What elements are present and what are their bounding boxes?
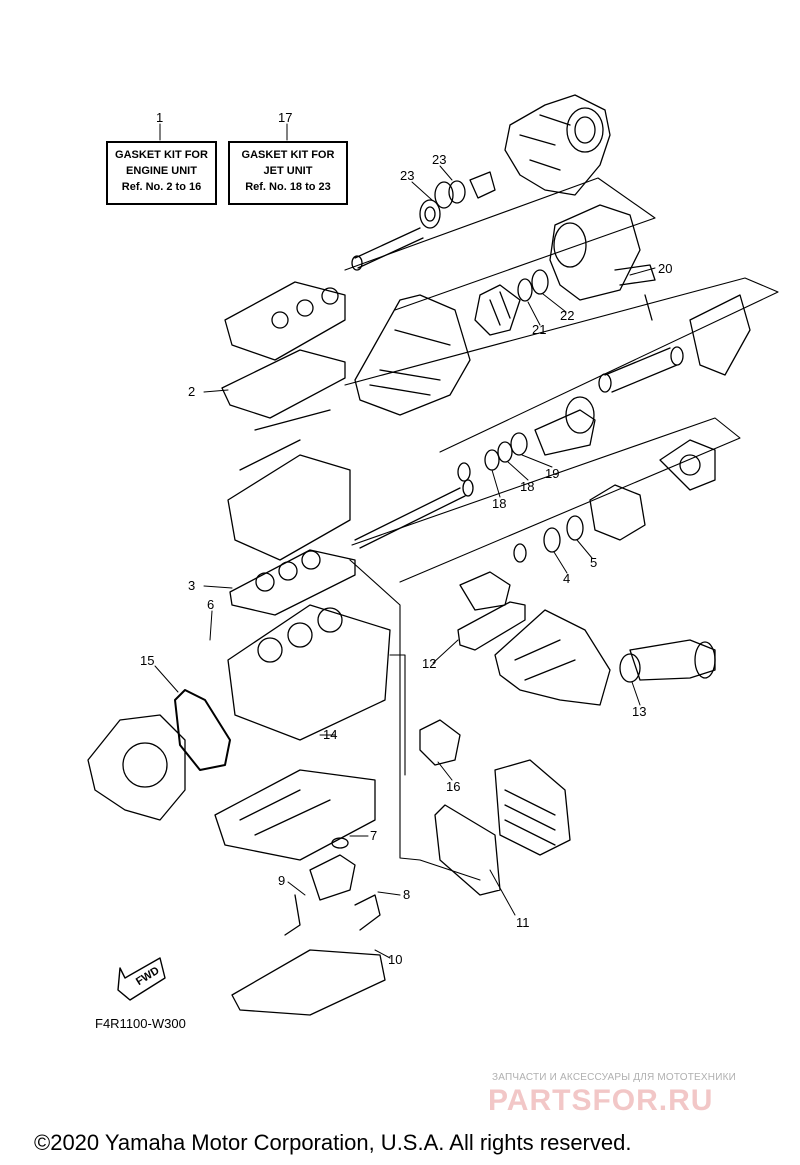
impeller-shaft bbox=[351, 199, 441, 271]
watermark-logo: PARTSFOR.RU bbox=[488, 1084, 714, 1117]
callout-5: 5 bbox=[590, 555, 597, 570]
engine-frame-line2 bbox=[389, 654, 406, 776]
pipe-9 bbox=[284, 894, 301, 936]
callout-2: 2 bbox=[188, 384, 195, 399]
callout-18b: 18 bbox=[520, 479, 534, 494]
head-gasket-3 bbox=[229, 549, 356, 616]
callout-23a: 23 bbox=[432, 152, 446, 167]
cover-gasket-11 bbox=[434, 804, 501, 896]
seal-21 bbox=[517, 278, 533, 302]
callout-6: 6 bbox=[207, 597, 214, 612]
seal-18b bbox=[497, 441, 513, 463]
kit-engine-line1: GASKET KIT FOR bbox=[115, 149, 208, 161]
valve-cover bbox=[224, 281, 346, 361]
ring-small-1 bbox=[513, 543, 527, 563]
ring-7 bbox=[331, 837, 349, 849]
callout-13: 13 bbox=[632, 704, 646, 719]
seal-22 bbox=[531, 269, 549, 295]
exhaust-outlet bbox=[629, 639, 716, 681]
callout-4: 4 bbox=[563, 571, 570, 586]
kit-engine-line3: Ref. No. 2 to 16 bbox=[121, 181, 202, 193]
exhaust-manifold bbox=[494, 609, 611, 706]
drive-tube bbox=[534, 294, 751, 456]
jet-group-frame-middle bbox=[344, 277, 779, 453]
callout-16: 16 bbox=[446, 779, 460, 794]
callout-10: 10 bbox=[388, 952, 402, 967]
cylinder-head bbox=[227, 409, 351, 561]
callout-23b: 23 bbox=[400, 168, 414, 183]
intake-duct-plate bbox=[354, 294, 471, 416]
jet-pump-housing bbox=[504, 94, 611, 196]
callout-21: 21 bbox=[532, 322, 546, 337]
gasket-13 bbox=[619, 653, 641, 683]
jet-group-frame-upper bbox=[344, 177, 656, 311]
callout-12: 12 bbox=[422, 656, 436, 671]
kit-jet-line3: Ref. No. 18 to 23 bbox=[245, 181, 331, 193]
head-cover-gasket-2 bbox=[221, 349, 346, 419]
ring-left bbox=[457, 462, 471, 482]
fwd-arrow-icon bbox=[117, 957, 166, 1001]
cover-11 bbox=[494, 759, 571, 856]
oil-pump bbox=[309, 854, 356, 901]
callout-18a: 18 bbox=[492, 496, 506, 511]
gasket-16 bbox=[419, 719, 461, 766]
generator-cover bbox=[87, 714, 186, 821]
callout-8: 8 bbox=[403, 887, 410, 902]
kit-jet-line1: GASKET KIT FOR bbox=[241, 149, 335, 161]
seal-5 bbox=[566, 515, 584, 541]
callout-9: 9 bbox=[278, 873, 285, 888]
exhaust-gasket-12 bbox=[457, 601, 526, 651]
seal-4 bbox=[543, 527, 561, 553]
impeller bbox=[474, 284, 521, 336]
callout-1: 1 bbox=[156, 110, 163, 125]
oil-pan bbox=[231, 949, 386, 1016]
figure-code: F4R1100-W300 bbox=[95, 1016, 186, 1031]
callout-15: 15 bbox=[140, 653, 154, 668]
callout-14: 14 bbox=[323, 727, 337, 742]
pipe-8 bbox=[354, 894, 381, 931]
cylinder-block bbox=[227, 604, 391, 741]
callout-17: 17 bbox=[278, 110, 292, 125]
crankcase bbox=[214, 769, 376, 861]
kit-engine-line2: ENGINE UNIT bbox=[126, 165, 197, 177]
gasket-15 bbox=[174, 689, 231, 771]
copyright-notice: ©2020 Yamaha Motor Corporation, U.S.A. A… bbox=[34, 1130, 632, 1155]
kit-jet-line2: JET UNIT bbox=[263, 165, 313, 177]
engine-frame-line bbox=[349, 559, 481, 881]
o-ring-23a bbox=[434, 181, 454, 209]
jet-nozzle-duct bbox=[549, 204, 656, 321]
seal-19 bbox=[510, 432, 528, 456]
fwd-label: FWD bbox=[134, 965, 162, 988]
jet-group-frame-lower bbox=[351, 417, 741, 583]
leader-lines bbox=[154, 123, 656, 959]
water-pump bbox=[589, 439, 716, 541]
long-drive-shaft bbox=[354, 479, 474, 549]
coupling bbox=[459, 571, 511, 611]
callout-3: 3 bbox=[188, 578, 195, 593]
callout-11: 11 bbox=[516, 915, 530, 930]
callout-22: 22 bbox=[560, 308, 574, 323]
kit-box-engine-unit: GASKET KIT FOR ENGINE UNIT Ref. No. 2 to… bbox=[106, 141, 217, 205]
seal-18 bbox=[484, 449, 500, 471]
watermark-tagline: ЗАПЧАСТИ И АКСЕССУАРЫ ДЛЯ МОТОТЕХНИКИ bbox=[492, 1072, 737, 1083]
callout-19: 19 bbox=[545, 466, 559, 481]
callout-7: 7 bbox=[370, 828, 377, 843]
o-ring-23b bbox=[448, 180, 466, 204]
kit-box-jet-unit: GASKET KIT FOR JET UNIT Ref. No. 18 to 2… bbox=[228, 141, 348, 205]
callout-20: 20 bbox=[658, 261, 672, 276]
cap-part bbox=[469, 171, 496, 199]
